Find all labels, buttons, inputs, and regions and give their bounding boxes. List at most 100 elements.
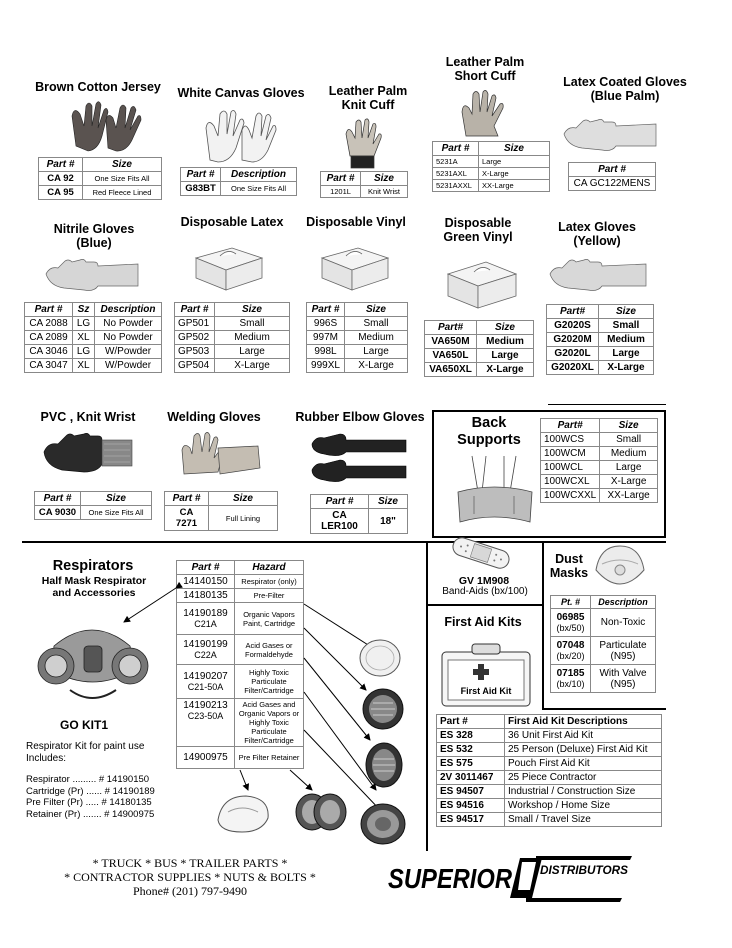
part-number: ES 532 xyxy=(436,742,505,757)
section-divider-firstaid-bottom xyxy=(542,708,666,710)
hazard-value: Pre Filter Retainer xyxy=(234,746,304,769)
back-support-box xyxy=(432,410,666,538)
nitrile-title: Nitrile Gloves (Blue) xyxy=(34,222,154,250)
part-number: GP503 xyxy=(174,344,215,359)
description-value: Small / Travel Size xyxy=(504,812,662,827)
section-divider-right-bottom xyxy=(428,541,666,543)
respirators-sub-line1: Half Mask Respirator xyxy=(41,575,147,587)
white-canvas-glove-image xyxy=(205,110,277,163)
section-divider-vertical xyxy=(426,541,428,851)
col-part: Part # xyxy=(306,302,345,317)
bandaid-image xyxy=(452,537,510,569)
section-divider-right xyxy=(548,404,666,405)
description-value: W/Powder xyxy=(94,344,162,359)
latex-yellow-title: Latex Gloves (Yellow) xyxy=(546,220,648,248)
welding-glove-image xyxy=(181,432,261,475)
disp-green-title-line1: Disposable xyxy=(444,216,512,230)
col-hazard: Hazard xyxy=(234,560,304,575)
size-value: Knit Wrist xyxy=(360,185,408,198)
respirators-title: Respirators xyxy=(52,558,134,574)
kit-description-line2: Includes: xyxy=(26,753,67,764)
hazard-value: Organic Vapors Paint, Cartridge xyxy=(234,602,304,635)
dust-title-line2: Masks xyxy=(549,566,589,580)
part-number: 14190207 xyxy=(183,670,228,682)
size-value: Large xyxy=(344,344,408,359)
part-number: 999XL xyxy=(306,358,345,373)
leather-short-glove-image xyxy=(461,90,504,137)
col-size: Size xyxy=(598,304,654,319)
size-value: X-Large xyxy=(476,362,534,377)
disp-green-title-line2: Green Vinyl xyxy=(443,230,513,244)
brown-cotton-glove-image xyxy=(71,101,142,152)
first-aid-title: First Aid Kits xyxy=(444,615,522,629)
part-number: 14190189 xyxy=(183,607,228,619)
welding-title: Welding Gloves xyxy=(167,410,261,424)
part-number: ES 94507 xyxy=(436,784,505,799)
hazard-value: Acid Gases and Organic Vapors or Highly … xyxy=(234,698,304,747)
kit-item: Cartridge (Pr) ...... # 14190189 xyxy=(26,785,155,797)
latex-coated-title: Latex Coated Gloves (Blue Palm) xyxy=(548,75,702,103)
size-value: Large xyxy=(476,348,534,363)
col-size: Size xyxy=(360,171,408,186)
size-value: LG xyxy=(72,316,95,331)
size-value: Medium xyxy=(476,334,534,349)
col-part: Part # xyxy=(38,157,83,172)
pack-size: (bx/50) xyxy=(556,622,585,633)
size-value: Red Fleece Lined xyxy=(82,185,162,200)
table-row: 07185(bx/10)With Valve(N95) xyxy=(550,664,656,693)
respirator-mask-image xyxy=(37,629,149,699)
size-value: LG xyxy=(72,344,95,359)
part-number: GP501 xyxy=(174,316,215,331)
part-number: 07048 xyxy=(556,639,585,651)
latex-yellow-title-line2: (Yellow) xyxy=(573,234,621,248)
kit-items: Respirator ......... # 14190150 Cartridg… xyxy=(26,774,182,820)
col-part: Part # xyxy=(24,302,73,317)
col-part: Pt. # xyxy=(550,595,591,609)
latex-yellow-glove-image xyxy=(549,258,647,291)
table-row: CA GC122MENS xyxy=(568,176,656,191)
part-number: GP502 xyxy=(174,330,215,345)
cartridge-image xyxy=(360,803,406,845)
col-size: Size xyxy=(82,157,162,172)
col-size: Size xyxy=(208,491,278,506)
back-support-image xyxy=(457,455,533,523)
size-value: Medium xyxy=(598,332,654,347)
col-size: Size xyxy=(599,418,658,433)
pvc-title: PVC , Knit Wrist xyxy=(40,410,136,424)
part-alt: C22A xyxy=(194,649,217,660)
kit-item: Respirator ......... # 14190150 xyxy=(26,774,150,785)
part-number: 14190199 xyxy=(183,638,228,650)
part-number: CA 2088 xyxy=(24,316,73,331)
col-size: Sz xyxy=(72,302,95,317)
size-value: Small xyxy=(599,432,658,447)
latex-yellow-title-line1: Latex Gloves xyxy=(558,220,636,234)
description-value: No Powder xyxy=(94,330,162,345)
part-number: CA 9030 xyxy=(34,505,81,520)
disp-latex-title: Disposable Latex xyxy=(180,215,284,229)
size-value: One Size Fits All xyxy=(80,505,152,520)
part-number: 996S xyxy=(306,316,345,331)
col-size: Size xyxy=(368,494,408,509)
cartridge-image xyxy=(365,742,403,788)
description-value: Industrial / Construction Size xyxy=(504,784,662,799)
col-part: Part # xyxy=(174,302,215,317)
part-number: G2020M xyxy=(546,332,599,347)
